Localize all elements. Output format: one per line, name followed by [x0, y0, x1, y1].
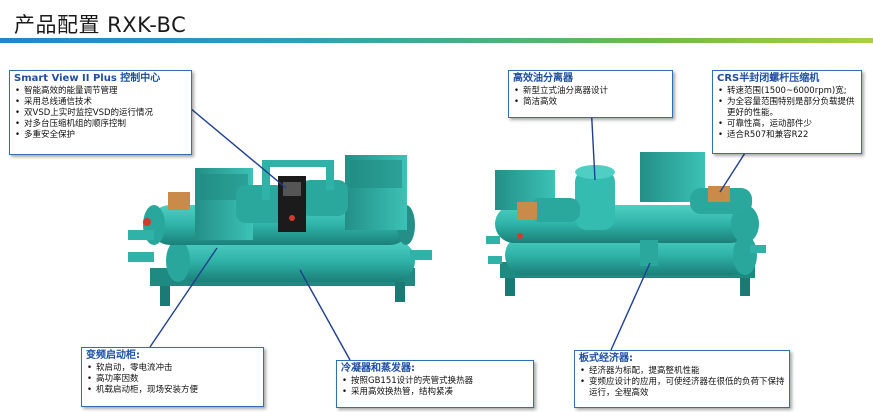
callout-item: 高功率因数 [86, 374, 259, 385]
callout-heading: 板式经济器: [579, 353, 633, 364]
callout-control-center: Smart View II Plus 控制中心 智能高效的能量调节管理 采用总线… [9, 70, 192, 155]
callout-item: 对多台压缩机组的顺序控制 [14, 119, 187, 130]
callout-oil-separator: 高效油分离器 新型立式油分离器设计 简洁高效 [508, 70, 673, 118]
callout-item: 经济器为标配，提高整机性能 [579, 366, 785, 377]
right-chiller [486, 152, 766, 296]
title-underline [0, 38, 873, 43]
callout-item: 机载启动柜，现场安装方便 [86, 385, 259, 396]
callout-item: 智能高效的能量调节管理 [14, 86, 187, 97]
callout-heading: 高效油分离器 [513, 73, 573, 84]
callout-heading: CRS半封闭螺杆压缩机 [717, 73, 820, 84]
callout-heading: Smart View II Plus 控制中心 [14, 73, 161, 84]
callout-vfd-starter: 变频启动柜: 软启动，零电流冲击 高功率因数 机载启动柜，现场安装方便 [81, 347, 264, 407]
callout-item: 采用总线通信技术 [14, 97, 187, 108]
callout-compressor: CRS半封闭螺杆压缩机 转速范围(1500~6000rpm)宽; 为全容量范围特… [712, 70, 862, 154]
callout-item: 变频应设计的应用，可使经济器在很低的负荷下保持运行，全程高效 [579, 377, 785, 399]
page-title: 产品配置 RXK-BC [14, 13, 187, 37]
callout-item: 按照GB151设计的壳管式换热器 [341, 376, 529, 387]
callout-heading: 变频启动柜: [86, 350, 140, 361]
callout-item: 转速范围(1500~6000rpm)宽; [717, 86, 857, 97]
callout-item: 简洁高效 [513, 97, 668, 108]
callout-item: 可靠性高，运动部件少 [717, 119, 857, 130]
callout-item: 多重安全保护 [14, 130, 187, 141]
callout-heat-exchangers: 冷凝器和蒸发器: 按照GB151设计的壳管式换热器 采用高效换热管，结构紧凑 [336, 360, 534, 408]
callout-item: 为全容量范围特别是部分负载提供更好的性能。 [717, 97, 857, 119]
callout-item: 采用高效换热管，结构紧凑 [341, 387, 529, 398]
callout-heading: 冷凝器和蒸发器: [341, 363, 415, 374]
left-chiller [128, 155, 432, 306]
callout-item: 新型立式油分离器设计 [513, 86, 668, 97]
callout-item: 适合R507和兼容R22 [717, 130, 857, 141]
callout-item: 软启动，零电流冲击 [86, 363, 259, 374]
callout-plate-economizer: 板式经济器: 经济器为标配，提高整机性能 变频应设计的应用，可使经济器在很低的负… [574, 350, 790, 408]
callout-item: 双VSD上实时监控VSD的运行情况 [14, 108, 187, 119]
